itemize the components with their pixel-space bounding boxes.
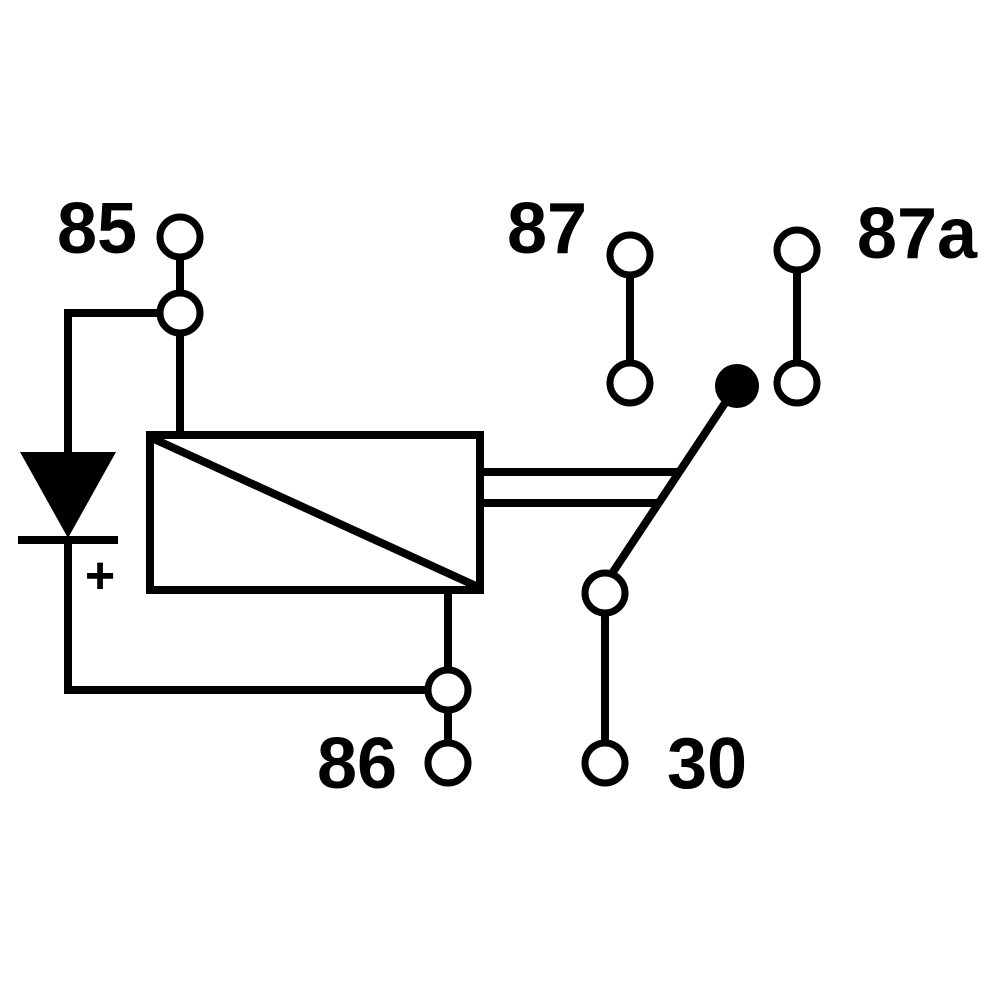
pin-87a-terminal-circle-inner: [773, 359, 821, 407]
pin-87a-terminal-circle-outer: [773, 226, 821, 274]
pin-87a-label: 87a: [857, 194, 978, 274]
pin-86-label: 86: [317, 724, 397, 804]
relay-coil-diagonal: [152, 435, 478, 590]
armature-contact-dot-icon: [715, 364, 759, 408]
armature-line: [607, 394, 733, 578]
pin-87-label: 87: [507, 189, 587, 269]
pin-30-terminal-circle-outer: [581, 739, 629, 787]
pin-85-terminal-circle-inner: [156, 289, 204, 337]
pin-30-pivot-circle: [581, 569, 629, 617]
pin-85-label: 85: [57, 189, 137, 269]
diode-triangle-icon: [20, 452, 116, 538]
pin-86-terminal-circle-inner: [424, 666, 472, 714]
pin-85-terminal-circle-outer: [156, 213, 204, 261]
pin-87-terminal-circle-outer: [606, 231, 654, 279]
diode-cathode-wire: [64, 540, 428, 694]
pin-30-label: 30: [667, 724, 747, 804]
diode-plus-label: +: [85, 547, 115, 605]
pin-87-terminal-circle-inner: [606, 359, 654, 407]
pin-86-terminal-circle-outer: [424, 739, 472, 787]
diode-anode-wire: [64, 309, 160, 454]
